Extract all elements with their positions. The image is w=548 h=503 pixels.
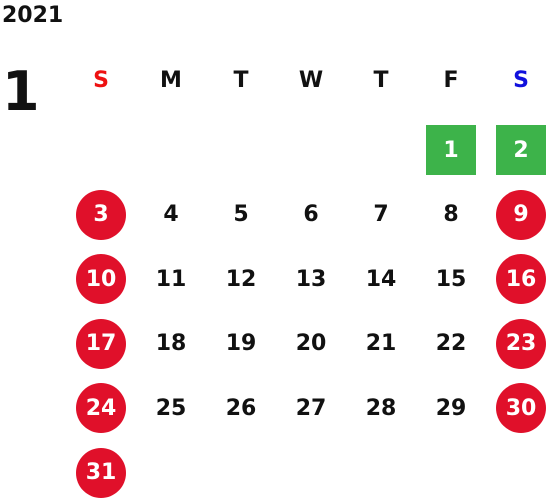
day-red[interactable]: 31 bbox=[76, 447, 126, 498]
day-normal[interactable]: 21 bbox=[365, 331, 397, 357]
day-normal[interactable]: 28 bbox=[365, 395, 397, 421]
day-red[interactable]: 16 bbox=[496, 254, 546, 305]
weekday-header-weekday: W bbox=[298, 68, 324, 93]
day-normal[interactable]: 22 bbox=[435, 331, 467, 357]
weekday-header-weekday: T bbox=[233, 68, 249, 93]
month-number: 1 bbox=[2, 60, 40, 123]
empty-cell bbox=[136, 118, 206, 183]
day-red[interactable]: 10 bbox=[76, 254, 126, 305]
empty-cell bbox=[136, 441, 206, 503]
day-cell: 16 bbox=[486, 247, 548, 312]
day-cell: 28 bbox=[346, 376, 416, 441]
weekday-header-weekday: M bbox=[160, 68, 182, 93]
day-cell: 8 bbox=[416, 183, 486, 248]
day-normal[interactable]: 25 bbox=[155, 395, 187, 421]
empty-cell bbox=[346, 441, 416, 503]
day-normal[interactable]: 13 bbox=[295, 266, 327, 292]
day-cell: 23 bbox=[486, 312, 548, 377]
day-cell: 13 bbox=[276, 247, 346, 312]
day-cell: 6 bbox=[276, 183, 346, 248]
day-cell: 10 bbox=[66, 247, 136, 312]
day-normal[interactable]: 7 bbox=[373, 202, 389, 228]
day-normal[interactable]: 15 bbox=[435, 266, 467, 292]
day-red[interactable]: 23 bbox=[496, 318, 546, 369]
day-cell: 21 bbox=[346, 312, 416, 377]
empty-cell bbox=[416, 441, 486, 503]
day-normal[interactable]: 26 bbox=[225, 395, 257, 421]
day-normal[interactable]: 5 bbox=[233, 202, 249, 228]
day-normal[interactable]: 19 bbox=[225, 331, 257, 357]
day-red[interactable]: 24 bbox=[76, 383, 126, 434]
day-red[interactable]: 17 bbox=[76, 318, 126, 369]
day-red[interactable]: 30 bbox=[496, 383, 546, 434]
day-normal[interactable]: 6 bbox=[303, 202, 319, 228]
day-normal[interactable]: 20 bbox=[295, 331, 327, 357]
day-cell: 14 bbox=[346, 247, 416, 312]
empty-cell bbox=[66, 118, 136, 183]
day-red[interactable]: 3 bbox=[76, 189, 126, 240]
day-normal[interactable]: 14 bbox=[365, 266, 397, 292]
day-cell: 30 bbox=[486, 376, 548, 441]
weekday-header-weekday: T bbox=[373, 68, 389, 93]
year-label: 2021 bbox=[2, 3, 64, 28]
day-cell: 15 bbox=[416, 247, 486, 312]
day-normal[interactable]: 4 bbox=[163, 202, 179, 228]
day-cell: 22 bbox=[416, 312, 486, 377]
day-cell: 2 bbox=[486, 118, 548, 183]
empty-cell bbox=[276, 441, 346, 503]
day-cell: 12 bbox=[206, 247, 276, 312]
empty-cell bbox=[206, 118, 276, 183]
day-cell: 11 bbox=[136, 247, 206, 312]
day-cell: 3 bbox=[66, 183, 136, 248]
day-normal[interactable]: 18 bbox=[155, 331, 187, 357]
day-cell: 9 bbox=[486, 183, 548, 248]
day-cell: 18 bbox=[136, 312, 206, 377]
empty-cell bbox=[206, 441, 276, 503]
empty-cell bbox=[276, 118, 346, 183]
day-cell: 19 bbox=[206, 312, 276, 377]
day-red[interactable]: 9 bbox=[496, 189, 546, 240]
day-cell: 31 bbox=[66, 441, 136, 503]
empty-cell bbox=[486, 441, 548, 503]
day-cell: 27 bbox=[276, 376, 346, 441]
weekday-header-weekday: F bbox=[443, 68, 459, 93]
weekday-header-sunday: S bbox=[93, 68, 109, 93]
day-cell: 29 bbox=[416, 376, 486, 441]
day-cell: 17 bbox=[66, 312, 136, 377]
day-normal[interactable]: 12 bbox=[225, 266, 257, 292]
day-normal[interactable]: 8 bbox=[443, 202, 459, 228]
day-normal[interactable]: 27 bbox=[295, 395, 327, 421]
day-cell: 4 bbox=[136, 183, 206, 248]
day-cell: 26 bbox=[206, 376, 276, 441]
day-cell: 1 bbox=[416, 118, 486, 183]
day-cell: 7 bbox=[346, 183, 416, 248]
day-green[interactable]: 2 bbox=[496, 125, 546, 176]
day-cell: 20 bbox=[276, 312, 346, 377]
empty-cell bbox=[346, 118, 416, 183]
day-cell: 24 bbox=[66, 376, 136, 441]
day-green[interactable]: 1 bbox=[426, 125, 476, 176]
day-cell: 5 bbox=[206, 183, 276, 248]
day-normal[interactable]: 11 bbox=[155, 266, 187, 292]
weekday-header-saturday: S bbox=[513, 68, 529, 93]
day-normal[interactable]: 29 bbox=[435, 395, 467, 421]
day-cell: 25 bbox=[136, 376, 206, 441]
